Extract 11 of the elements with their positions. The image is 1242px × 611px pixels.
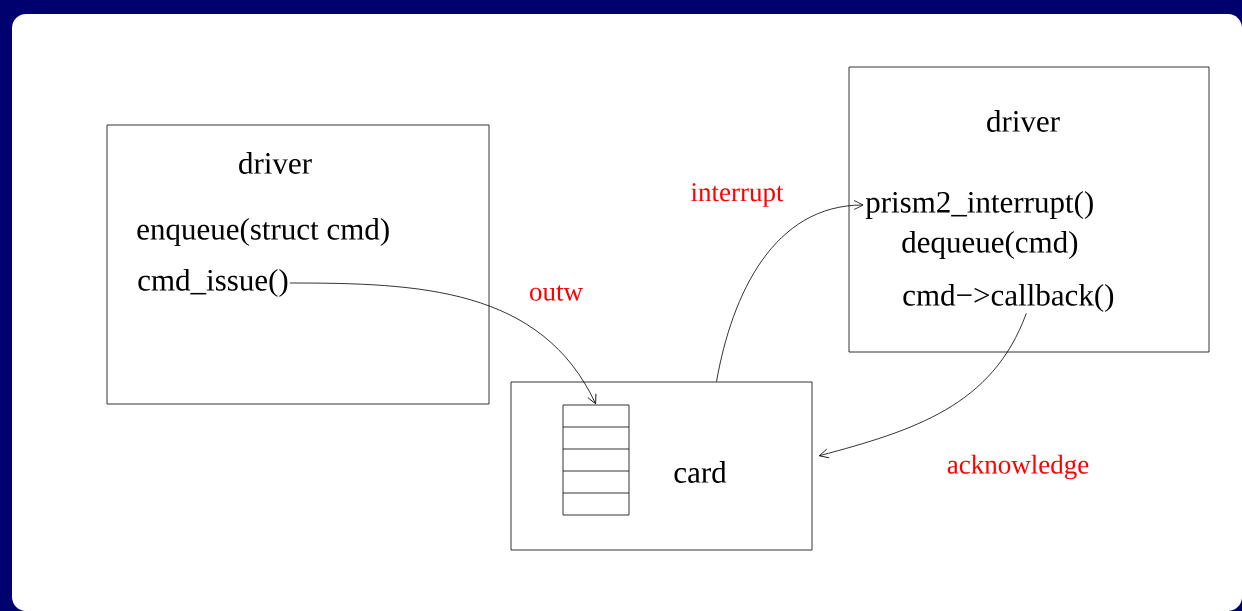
arrow [716, 200, 864, 382]
function-call: prism2_interrupt() [865, 190, 1093, 220]
edge-label: interrupt [689, 182, 785, 208]
function-call: cmd_issue() [138, 268, 288, 298]
edge-label: outw [528, 284, 584, 302]
function-call: cmd−>callback() [903, 283, 1114, 313]
edge-label: acknowledge [945, 453, 1091, 481]
queue-stack [562, 404, 630, 516]
arrow [289, 282, 597, 405]
process-box: card [510, 381, 813, 551]
arrow [818, 312, 1027, 459]
